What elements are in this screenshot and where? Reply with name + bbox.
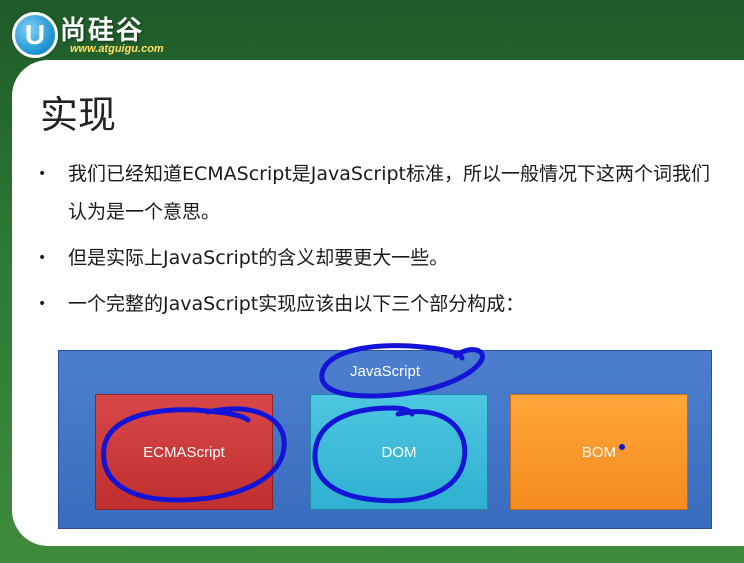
bullet-dot-icon: •	[38, 250, 47, 266]
bom-box: BOM	[510, 394, 688, 510]
ecmascript-box: ECMAScript	[95, 394, 273, 510]
dom-label: DOM	[381, 443, 417, 461]
bom-label: BOM	[581, 443, 617, 461]
logo-name: 尚硅谷	[60, 16, 145, 46]
logo-url: www.atguigu.com	[70, 43, 164, 55]
ecmascript-label: ECMAScript	[143, 443, 225, 461]
bullet-item: • 一个完整的JavaScript实现应该由以下三个部分构成：	[38, 285, 718, 323]
javascript-label: JavaScript	[349, 363, 421, 380]
logo-badge-icon: U	[12, 12, 58, 58]
bullet-list: • 我们已经知道ECMAScript是JavaScript标准，所以一般情况下这…	[38, 155, 718, 323]
bullet-dot-icon: •	[38, 296, 47, 312]
bullet-text: 一个完整的JavaScript实现应该由以下三个部分构成：	[68, 293, 525, 315]
bullet-item: • 但是实际上JavaScript的含义却要更大一些。	[38, 239, 718, 277]
dom-box: DOM	[310, 394, 488, 510]
bullet-text: 但是实际上JavaScript的含义却要更大一些。	[68, 247, 449, 269]
bullet-item: • 我们已经知道ECMAScript是JavaScript标准，所以一般情况下这…	[38, 155, 718, 231]
slide-title: 实现	[40, 93, 117, 137]
bullet-dot-icon: •	[38, 166, 47, 182]
brand-logo: U 尚硅谷 www.atguigu.com	[8, 8, 198, 68]
logo-letter: U	[24, 19, 46, 50]
javascript-diagram: JavaScript ECMAScript DOM BOM	[58, 350, 712, 529]
bullet-text: 我们已经知道ECMAScript是JavaScript标准，所以一般情况下这两个…	[68, 163, 711, 223]
